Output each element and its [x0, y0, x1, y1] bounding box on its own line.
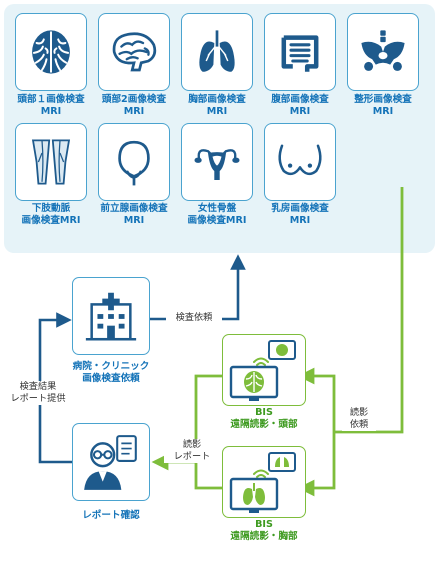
brain-side-icon: [112, 32, 157, 72]
exam-label-female-pelvis: 女性骨盤画像検査MRI: [187, 203, 247, 226]
hospital-box[interactable]: [72, 277, 150, 355]
brain-icon: [32, 30, 70, 74]
exam-label-legs: 下肢動脈画像検査MRI: [21, 203, 81, 226]
exam-card-ortho[interactable]: [347, 13, 419, 91]
hospital-icon: [85, 292, 137, 341]
exam-card-abdomen[interactable]: [264, 13, 336, 91]
exam-card-prostate[interactable]: [98, 123, 170, 201]
exam-request-arrow: [150, 254, 246, 321]
uterus-icon: [194, 149, 240, 180]
interpretation-request-line: [334, 187, 404, 434]
exam-card-head2[interactable]: [98, 13, 170, 91]
interpretation-report-label: 読影レポート: [164, 439, 220, 463]
bis-chest-box[interactable]: [222, 446, 306, 518]
exam-card-legs[interactable]: [15, 123, 87, 201]
lungs-icon: [199, 30, 235, 72]
exam-card-head1[interactable]: [15, 13, 87, 91]
exam-card-chest[interactable]: [181, 13, 253, 91]
legs-icon: [31, 139, 71, 185]
interpretation-request-label: 読影依頼: [342, 407, 376, 431]
interpretation-report-line: [194, 374, 222, 490]
prostate-icon: [118, 140, 150, 186]
intestine-icon: [281, 35, 319, 72]
bis-head-box[interactable]: [222, 334, 306, 406]
exam-card-breast[interactable]: [264, 123, 336, 201]
breast-icon: [278, 144, 322, 176]
results-label: 検査結果レポート提供: [2, 381, 74, 405]
remote-lung-monitor-icon: [229, 452, 296, 513]
hospital-label: 病院・クリニック画像検査依頼: [72, 361, 150, 384]
report-confirm-box[interactable]: [72, 423, 150, 501]
pelvis-icon: [361, 30, 405, 71]
doctor-icon: [84, 435, 137, 490]
exam-request-label: 検査依頼: [166, 312, 222, 324]
report-confirm-label: レポート確認: [82, 510, 140, 521]
remote-brain-monitor-icon: [229, 340, 296, 401]
exam-card-female-pelvis[interactable]: [181, 123, 253, 201]
